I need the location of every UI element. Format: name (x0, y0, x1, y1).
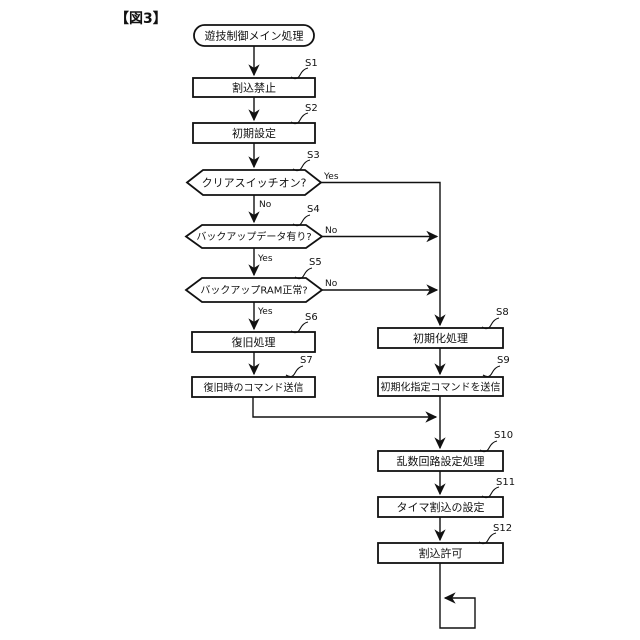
s5-no-label: No (325, 279, 338, 289)
step-s3-leader (292, 159, 311, 172)
s3-yes-label: Yes (323, 172, 339, 182)
step-s9-label: 初期化指定コマンドを送信 (381, 381, 501, 394)
step-s10-leader (479, 440, 498, 453)
step-s4-decision (184, 224, 324, 249)
edge-s7-to-join (252, 397, 438, 423)
step-s2-box (192, 122, 316, 144)
step-s5-leader (294, 267, 313, 280)
step-s3-label: クリアスイッチオン? (202, 177, 307, 190)
step-s10-label: 乱数回路設定処理 (397, 454, 485, 468)
step-s11-leader (481, 486, 500, 499)
step-s9-id: S9 (497, 355, 510, 366)
step-s7-id: S7 (300, 355, 313, 366)
step-s7-label: 復旧時のコマンド送信 (204, 381, 304, 394)
s4-yes-label: Yes (257, 254, 273, 264)
step-s2-id: S2 (305, 103, 318, 114)
step-s8-label: 初期化処理 (413, 331, 468, 345)
step-s4-leader (292, 214, 311, 227)
step-s7-leader (285, 365, 304, 378)
step-s11-box (377, 496, 504, 518)
step-s11-id: S11 (496, 477, 515, 488)
step-s3-decision (185, 169, 323, 196)
step-s10-id: S10 (494, 430, 513, 441)
step-s2-label: 初期設定 (232, 126, 276, 140)
step-s5-label: バックアップRAM正常? (200, 284, 307, 297)
step-s6-box (191, 331, 316, 353)
step-s1-id: S1 (305, 58, 318, 69)
step-s10-box (377, 450, 504, 472)
step-s12-id: S12 (493, 523, 512, 534)
step-s9-leader (482, 365, 501, 378)
start-terminator (193, 24, 315, 47)
start-label: 遊技制御メイン処理 (205, 29, 304, 43)
step-s3-id: S3 (307, 150, 320, 161)
s3-no-label: No (259, 200, 272, 210)
step-s6-leader (290, 321, 309, 334)
step-s5-id: S5 (309, 257, 322, 268)
step-s5-decision (184, 277, 324, 303)
edge-s3-yes-to-s8 (321, 181, 446, 327)
figure-label: 【図3】 (115, 11, 167, 27)
edge-main-loop (439, 563, 476, 629)
step-s1-leader (290, 67, 309, 80)
s4-no-label: No (325, 226, 338, 236)
step-s2-leader (290, 112, 309, 125)
s5-yes-label: Yes (257, 307, 273, 317)
step-s8-leader (481, 317, 500, 330)
step-s8-id: S8 (496, 307, 509, 318)
step-s6-id: S6 (305, 312, 318, 323)
step-s12-box (377, 542, 504, 564)
step-s7-box (191, 376, 316, 398)
step-s11-label: タイマ割込の設定 (397, 500, 485, 514)
step-s12-label: 割込許可 (419, 546, 463, 560)
step-s4-id: S4 (307, 204, 320, 215)
step-s1-box (192, 77, 316, 98)
step-s8-box (377, 327, 504, 349)
step-s9-box (377, 376, 504, 397)
step-s4-label: バックアップデータ有り? (196, 230, 311, 243)
step-s1-label: 割込禁止 (232, 81, 276, 95)
step-s12-leader (478, 532, 497, 545)
step-s6-label: 復旧処理 (232, 336, 276, 349)
